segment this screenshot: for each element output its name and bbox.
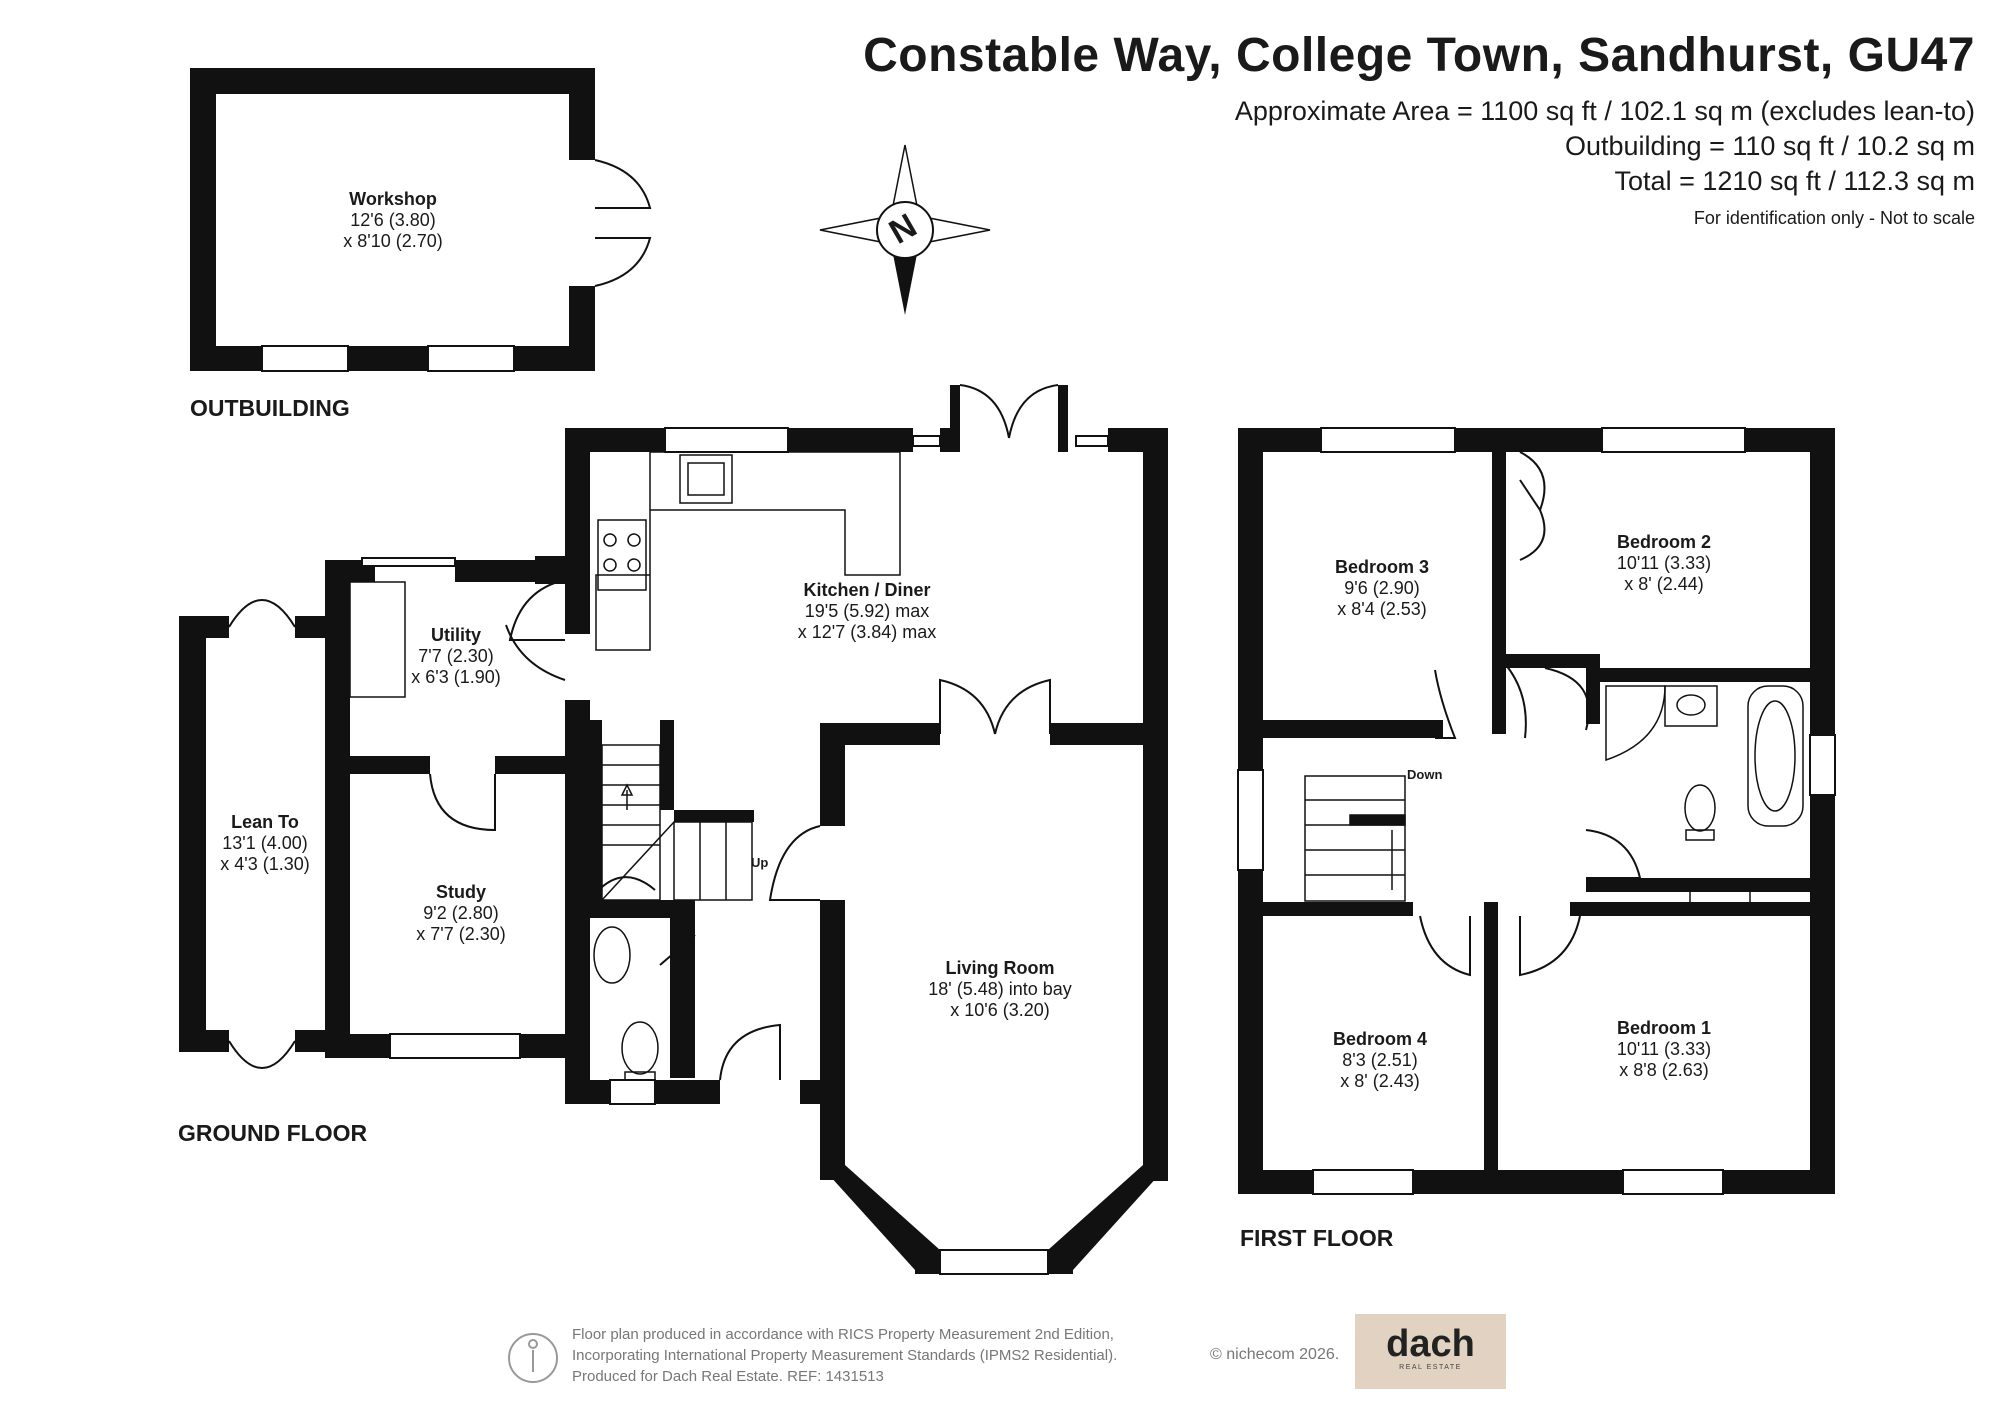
approx-area: Approximate Area = 1100 sq ft / 102.1 sq… xyxy=(1234,96,1975,126)
windows xyxy=(261,345,1836,1275)
total-area: Total = 1210 sq ft / 112.3 sq m xyxy=(1614,166,1975,196)
door-swings xyxy=(228,159,1642,1081)
copyright: © nichecom 2026. xyxy=(1210,1346,1340,1363)
stairs-up-label: Up xyxy=(751,855,769,870)
stairs-down-label: Down xyxy=(1407,767,1443,782)
walls xyxy=(179,68,1835,1274)
floor-label-first: FIRST FLOOR xyxy=(1240,1225,1394,1251)
footer-text: Floor plan produced in accordance with R… xyxy=(572,1326,1118,1385)
floor-label-outbuilding: OUTBUILDING xyxy=(190,395,350,421)
floor-label-ground: GROUND FLOOR xyxy=(178,1120,368,1146)
measurement-standard-icon xyxy=(508,1333,558,1383)
page-title: Constable Way, College Town, Sandhurst, … xyxy=(863,29,1975,82)
dach-logo: dach REAL ESTATE xyxy=(1355,1314,1506,1389)
north-arrow-icon xyxy=(819,144,991,315)
outbuilding-area: Outbuilding = 110 sq ft / 10.2 sq m xyxy=(1565,131,1975,161)
scale-note: For identification only - Not to scale xyxy=(1693,208,1975,228)
fixtures xyxy=(349,451,1804,1081)
